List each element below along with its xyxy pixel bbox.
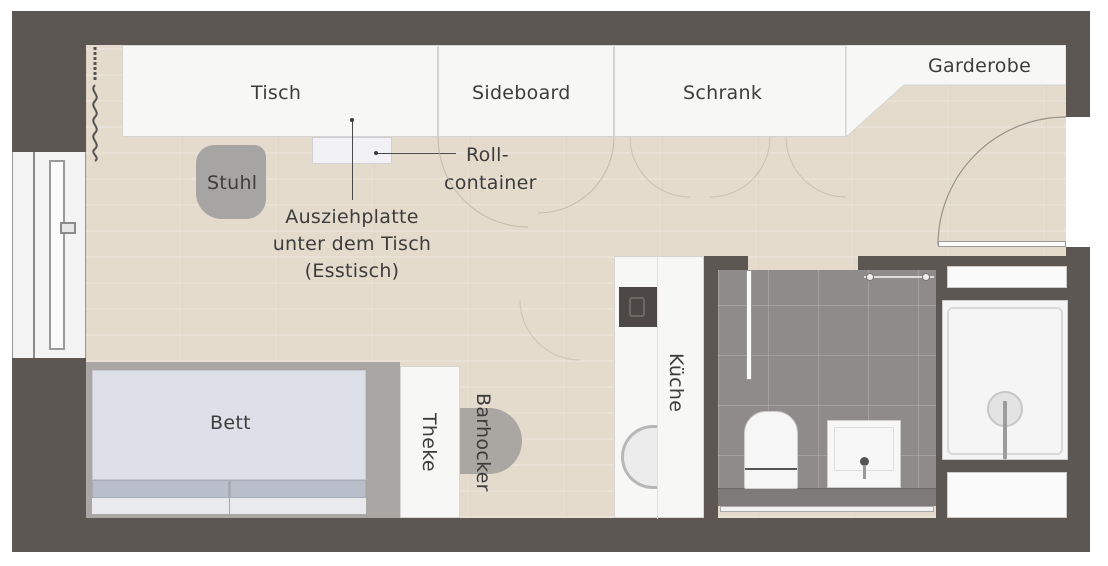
shower-rail-icon xyxy=(864,272,934,282)
bathroom-threshold xyxy=(720,506,934,512)
rollcontainer-label-2: container xyxy=(444,172,537,194)
upper-cabinet xyxy=(947,266,1067,288)
ausziehplatte-leader-line xyxy=(352,120,353,200)
bett-label: Bett xyxy=(210,412,251,434)
cooktop-icon xyxy=(619,287,657,327)
outer-wall-left-upper xyxy=(12,11,86,152)
ausziehplatte-label-2: unter dem Tisch xyxy=(272,233,432,255)
bathroom-door xyxy=(746,270,752,380)
schrank-label: Schrank xyxy=(683,82,763,104)
outer-wall-right-upper xyxy=(1066,11,1090,117)
kueche: Küche xyxy=(614,256,704,519)
barhocker-label: Barhocker xyxy=(472,393,494,492)
kueche-label: Küche xyxy=(665,353,687,413)
toilet-icon xyxy=(744,411,798,489)
sink-icon xyxy=(621,425,657,489)
bathroom-wall-left xyxy=(704,256,718,518)
garderobe: Garderobe xyxy=(846,45,1066,137)
washbasin-icon xyxy=(827,420,901,488)
theke: Theke xyxy=(400,366,460,518)
sideboard-label: Sideboard xyxy=(472,82,571,104)
barhocker xyxy=(460,408,522,474)
ausziehplatte-annotation: Ausziehplatte unter dem Tisch (Esstisch) xyxy=(262,204,442,285)
theke-label: Theke xyxy=(418,413,440,472)
tisch-label: Tisch xyxy=(251,82,302,104)
bett: Bett xyxy=(86,362,400,518)
outer-wall-left-lower xyxy=(12,358,86,552)
stuhl-label: Stuhl xyxy=(207,172,258,194)
ausziehplatte-leader-dot xyxy=(350,118,354,122)
schrank: Schrank xyxy=(614,45,846,137)
rollcontainer-leader-dot xyxy=(374,151,378,155)
outer-wall-right-lower xyxy=(1066,247,1090,552)
outer-wall-top xyxy=(12,11,1066,45)
stuhl xyxy=(196,145,266,219)
entrance-door xyxy=(938,241,1066,247)
rollcontainer-label-1: Roll- xyxy=(466,144,509,166)
garderobe-label: Garderobe xyxy=(928,55,1032,77)
ausziehplatte-label-3: (Esstisch) xyxy=(304,260,400,282)
bathroom-divider xyxy=(936,256,946,518)
lower-cabinet xyxy=(947,472,1067,518)
tisch: Tisch xyxy=(122,45,438,137)
sideboard: Sideboard xyxy=(438,45,614,137)
window xyxy=(12,152,86,358)
bathroom-shelf xyxy=(718,488,936,506)
ausziehplatte-label-1: Ausziehplatte xyxy=(285,206,419,228)
outer-wall-bottom xyxy=(12,518,1066,552)
rollcontainer-leader-line xyxy=(376,153,456,154)
radiator-icon xyxy=(88,45,102,163)
bathroom-wall-top-left xyxy=(704,256,748,270)
shower-tray xyxy=(942,300,1068,460)
